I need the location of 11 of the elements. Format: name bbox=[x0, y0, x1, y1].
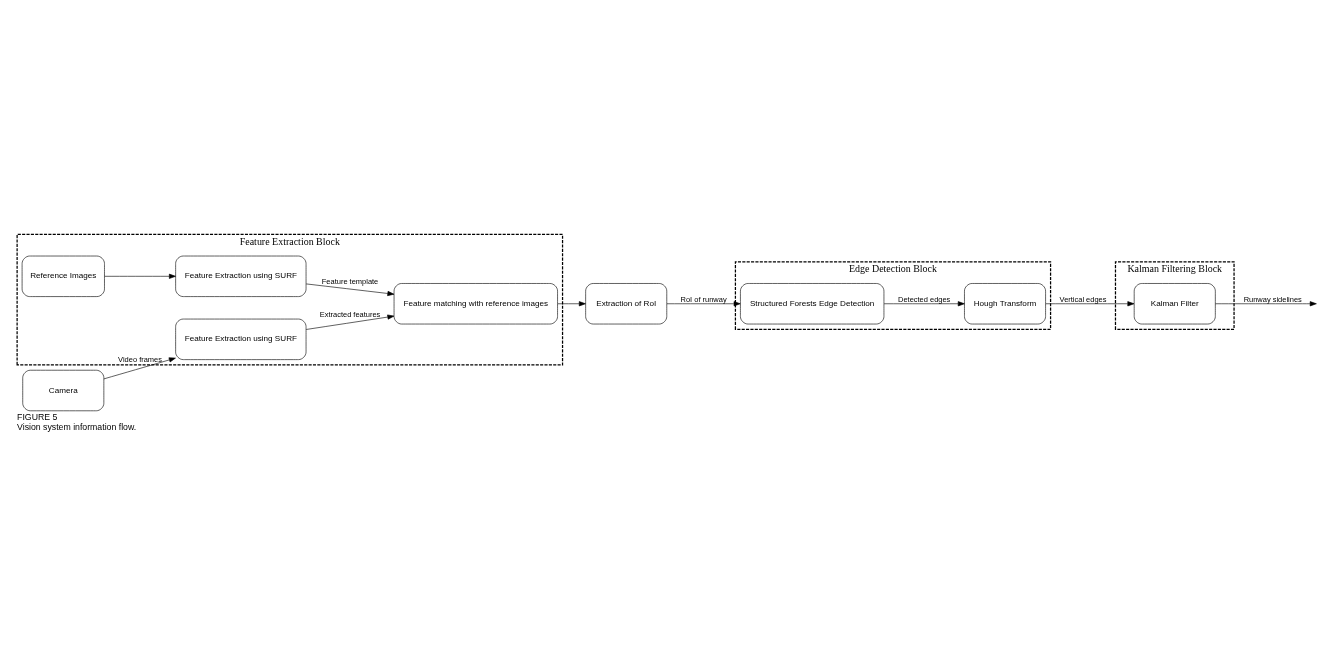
arrow bbox=[1045, 301, 1135, 307]
arrow bbox=[305, 283, 395, 296]
arrow bbox=[883, 301, 965, 307]
arrow bbox=[666, 301, 741, 307]
arrow bbox=[305, 314, 395, 330]
label: FIGURE 5 bbox=[17, 412, 58, 423]
arrow bbox=[104, 273, 176, 279]
arrow bbox=[1215, 301, 1317, 307]
arrow bbox=[557, 301, 586, 307]
caption: Vision system information flow. bbox=[17, 421, 137, 432]
arrow bbox=[103, 357, 176, 380]
